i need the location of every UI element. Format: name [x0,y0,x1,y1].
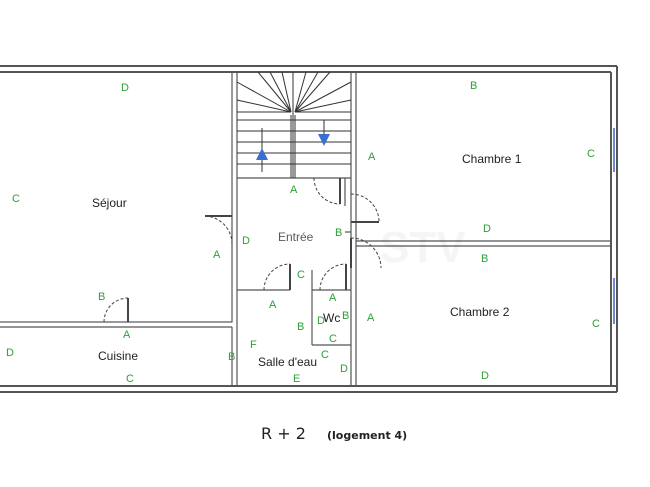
wall-label: A [269,299,277,311]
wall-label: B [335,227,342,239]
outer-walls [0,65,618,393]
stair-arrow-down-icon [318,134,330,146]
wall-label: C [297,269,305,281]
wall-label: A [213,249,221,261]
stair-arrow-up-icon [256,148,268,160]
wall-label: F [250,339,257,351]
wall-label: D [317,315,325,327]
wall-label: B [228,351,235,363]
wall-label: B [470,80,477,92]
entree-walls [237,178,352,386]
room-label-cuisine: Cuisine [98,349,138,363]
wall-label: B [297,321,304,333]
wall-label: A [329,292,337,304]
room-label-chambre1: Chambre 1 [462,152,522,166]
room-label-entree: Entrée [278,230,314,244]
wall-label: A [290,184,298,196]
staircase [236,71,352,179]
room-label-sejour: Séjour [92,196,127,210]
wall-label: D [483,223,491,235]
wall-label: D [6,347,14,359]
wall-label: A [367,312,375,324]
wall-label: D [340,363,348,375]
wall-label: C [126,373,134,385]
plan-level-caption: R + 2 [261,424,306,443]
wall-label: C [592,318,600,330]
wall-label: A [123,329,131,341]
wall-label: C [321,349,329,361]
wall-label: C [12,193,20,205]
watermark: STV [380,223,466,272]
sejour-walls [0,71,238,386]
room-labels: Séjour Cuisine Entrée Salle d'eau Wc Cha… [92,152,522,369]
wall-label: A [368,151,376,163]
wall-label: E [293,373,300,385]
wall-label: B [342,310,349,322]
plan-unit-caption: (logement 4) [327,429,407,442]
wall-label: B [481,253,488,265]
wall-labels: D C B A A D C B A D B C A B F E C D A D … [6,80,600,385]
room-label-chambre2: Chambre 2 [450,305,510,319]
doors [103,177,382,323]
room-label-salle-eau: Salle d'eau [258,355,317,369]
wall-label: D [242,235,250,247]
wall-label: C [329,333,337,345]
wall-label: B [98,291,105,303]
chambre-walls [355,72,611,386]
wall-label: D [121,82,129,94]
wall-label: D [481,370,489,382]
wall-label: C [587,148,595,160]
room-label-wc: Wc [323,311,340,325]
